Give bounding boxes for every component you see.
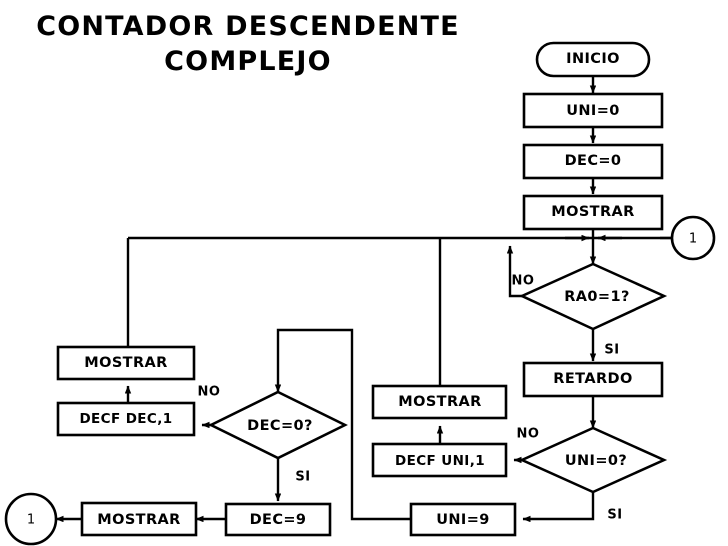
page-title: CONTADOR DESCENDENTE COMPLEJO bbox=[36, 11, 460, 77]
node-dec9-shape bbox=[224, 502, 332, 537]
node-mostrar-left-shape bbox=[56, 345, 196, 381]
node-uni0-shape bbox=[522, 92, 664, 129]
node-retardo-shape bbox=[522, 361, 664, 398]
node-deceq0-shape bbox=[208, 390, 348, 460]
node-mostrar-mid-shape bbox=[371, 384, 508, 420]
node-unieq0-shape bbox=[518, 426, 668, 494]
node-conn-left-shape bbox=[4, 492, 58, 546]
edge-uni9-deceq0 bbox=[274, 328, 411, 521]
node-inicio-shape bbox=[535, 41, 651, 78]
node-decf-uni-shape bbox=[371, 442, 508, 478]
node-ra0-shape bbox=[518, 262, 668, 331]
node-conn-right-shape bbox=[670, 215, 716, 261]
node-mostrar-top-shape bbox=[522, 194, 664, 231]
edge-unieq0-si bbox=[522, 492, 595, 523]
node-mostrar-bot-shape bbox=[80, 501, 198, 537]
node-decf-dec-shape bbox=[56, 401, 196, 437]
node-uni9-shape bbox=[409, 502, 517, 537]
node-dec0-shape bbox=[522, 143, 664, 180]
